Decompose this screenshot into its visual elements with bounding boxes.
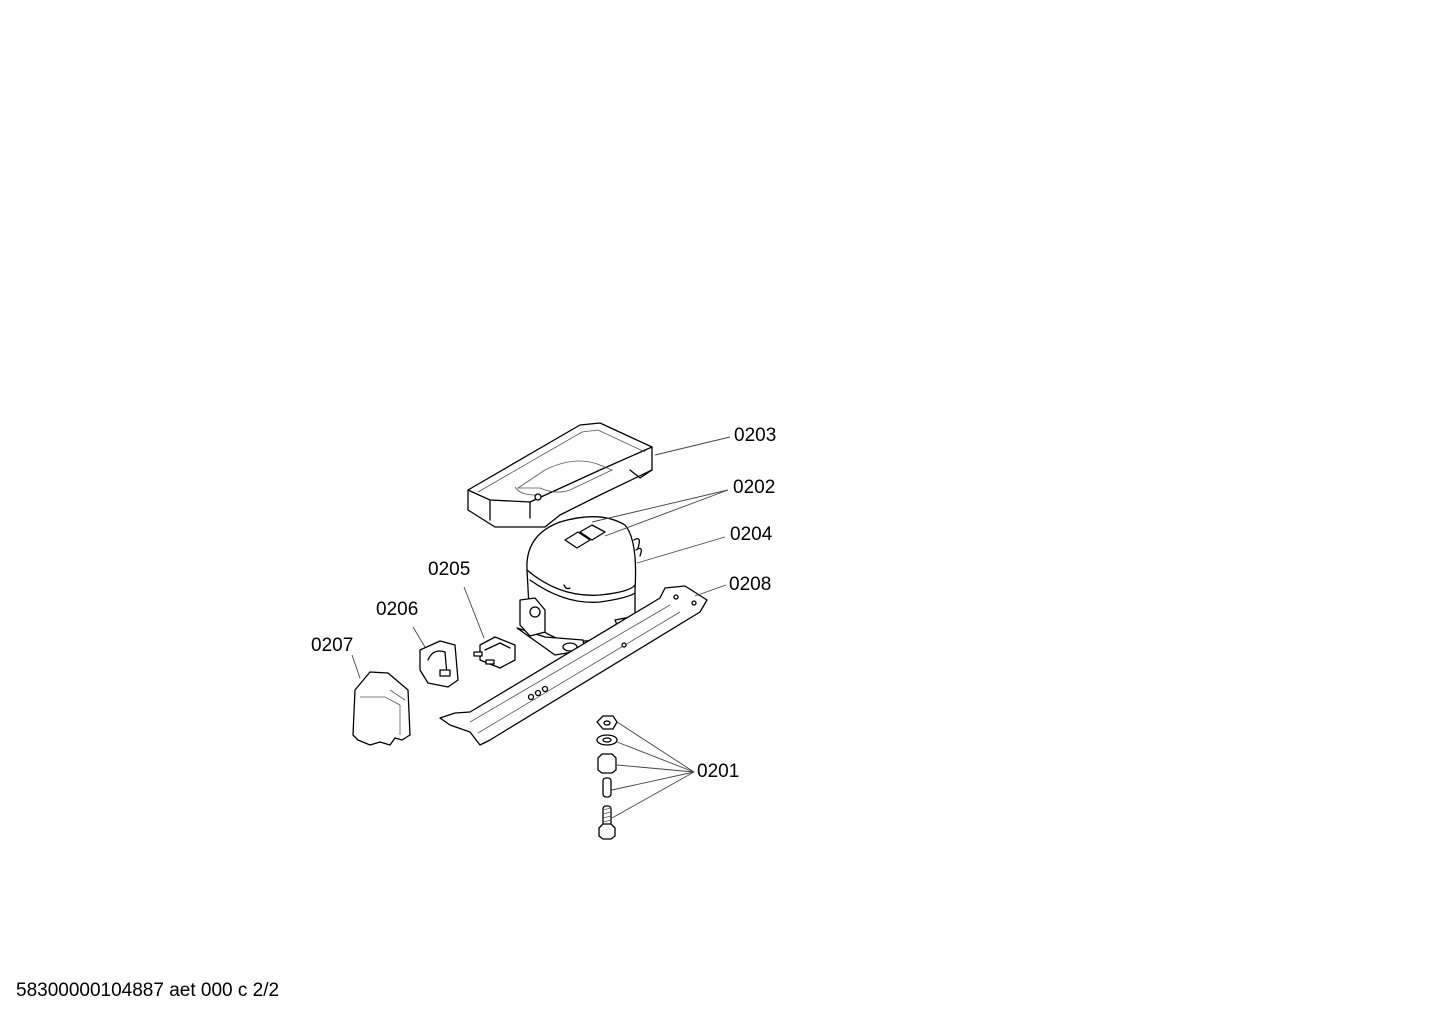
leader-lines: [351, 436, 731, 819]
callout-0202: 0202: [733, 477, 776, 498]
callout-0207: 0207: [311, 635, 354, 656]
starter-part-0206: [419, 640, 459, 688]
relay-part-0205: [473, 636, 516, 669]
mounting-rail-part-0208: [439, 585, 708, 746]
callout-0206: 0206: [376, 599, 419, 620]
cover-cap-part-0207: [352, 671, 411, 746]
callout-0208: 0208: [729, 574, 772, 595]
callout-0203: 0203: [734, 425, 777, 446]
callout-0205: 0205: [428, 559, 471, 580]
callout-0201: 0201: [697, 761, 740, 782]
document-id-footer: 58300000104887 aet 000 c 2/2: [16, 980, 280, 1001]
callout-0204: 0204: [730, 524, 773, 545]
tray-part-0203: [467, 422, 653, 528]
hardware-set-part-0201: [596, 715, 618, 840]
